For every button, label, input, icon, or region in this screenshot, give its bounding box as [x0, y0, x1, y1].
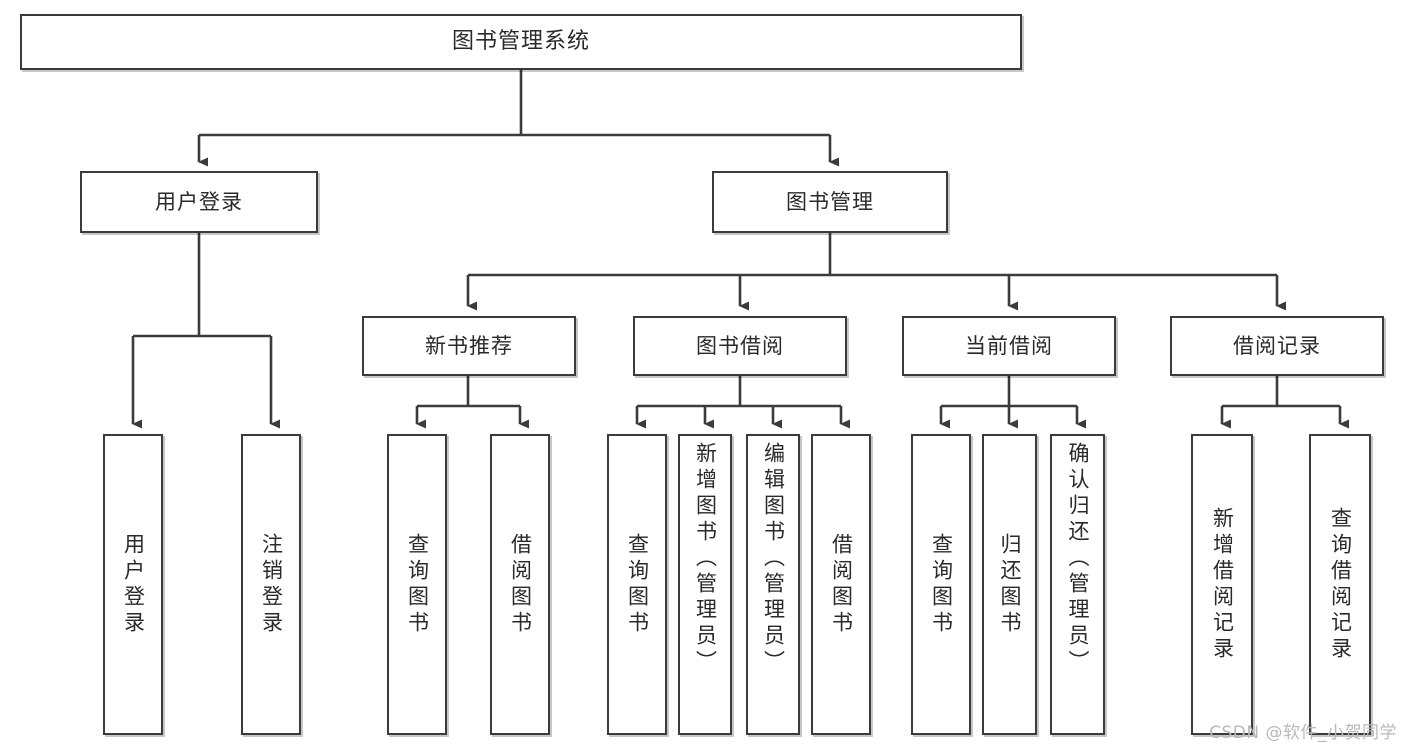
- node-label: 用户登录: [155, 189, 243, 214]
- node-borrow-record[interactable]: 借阅记录: [1170, 316, 1384, 376]
- node-book-manage[interactable]: 图书管理: [712, 171, 948, 233]
- node-label: 当前借阅: [965, 333, 1053, 358]
- node-new-book-recommend[interactable]: 新书推荐: [362, 316, 576, 376]
- node-label: 新增借阅记录: [1210, 506, 1235, 663]
- node-book-borrow[interactable]: 图书借阅: [633, 316, 847, 376]
- node-label: 确认归还（管理员）: [1066, 442, 1090, 676]
- leaf-query-record[interactable]: 查询借阅记录: [1309, 434, 1371, 735]
- leaf-add-record[interactable]: 新增借阅记录: [1191, 434, 1253, 735]
- leaf-user-login[interactable]: 用户登录: [103, 434, 163, 735]
- node-label: 查询图书: [625, 532, 650, 637]
- node-label: 新增图书（管理员）: [693, 442, 718, 676]
- node-label: 归还图书: [998, 532, 1022, 637]
- node-label: 图书管理系统: [451, 29, 590, 55]
- node-label: 图书借阅: [696, 333, 784, 358]
- leaf-query-book-3[interactable]: 查询图书: [911, 434, 971, 735]
- node-label: 借阅记录: [1233, 333, 1321, 358]
- node-label: 借阅图书: [508, 532, 533, 637]
- leaf-add-book[interactable]: 新增图书（管理员）: [678, 434, 732, 735]
- leaf-query-book-1[interactable]: 查询图书: [387, 434, 447, 735]
- node-label: 借阅图书: [829, 532, 854, 637]
- node-root-system[interactable]: 图书管理系统: [20, 14, 1022, 70]
- leaf-query-book-2[interactable]: 查询图书: [607, 434, 667, 735]
- node-label: 查询图书: [929, 532, 954, 637]
- leaf-confirm-return[interactable]: 确认归还（管理员）: [1050, 434, 1105, 735]
- node-label: 查询借阅记录: [1328, 506, 1353, 663]
- leaf-edit-book[interactable]: 编辑图书（管理员）: [746, 434, 800, 735]
- node-label: 编辑图书（管理员）: [761, 442, 786, 676]
- node-current-borrow[interactable]: 当前借阅: [902, 316, 1116, 376]
- leaf-borrow-book-2[interactable]: 借阅图书: [811, 434, 871, 735]
- node-label: 注销登录: [259, 532, 284, 637]
- node-label: 图书管理: [786, 189, 874, 214]
- node-label: 用户登录: [121, 532, 146, 637]
- node-label: 新书推荐: [425, 333, 513, 358]
- leaf-borrow-book-1[interactable]: 借阅图书: [490, 434, 550, 735]
- node-label: 查询图书: [405, 532, 430, 637]
- leaf-user-logout[interactable]: 注销登录: [241, 434, 301, 735]
- watermark-text: CSDN @软件_小贺同学: [1209, 723, 1397, 743]
- node-user-login[interactable]: 用户登录: [80, 171, 318, 233]
- leaf-return-book[interactable]: 归还图书: [982, 434, 1037, 735]
